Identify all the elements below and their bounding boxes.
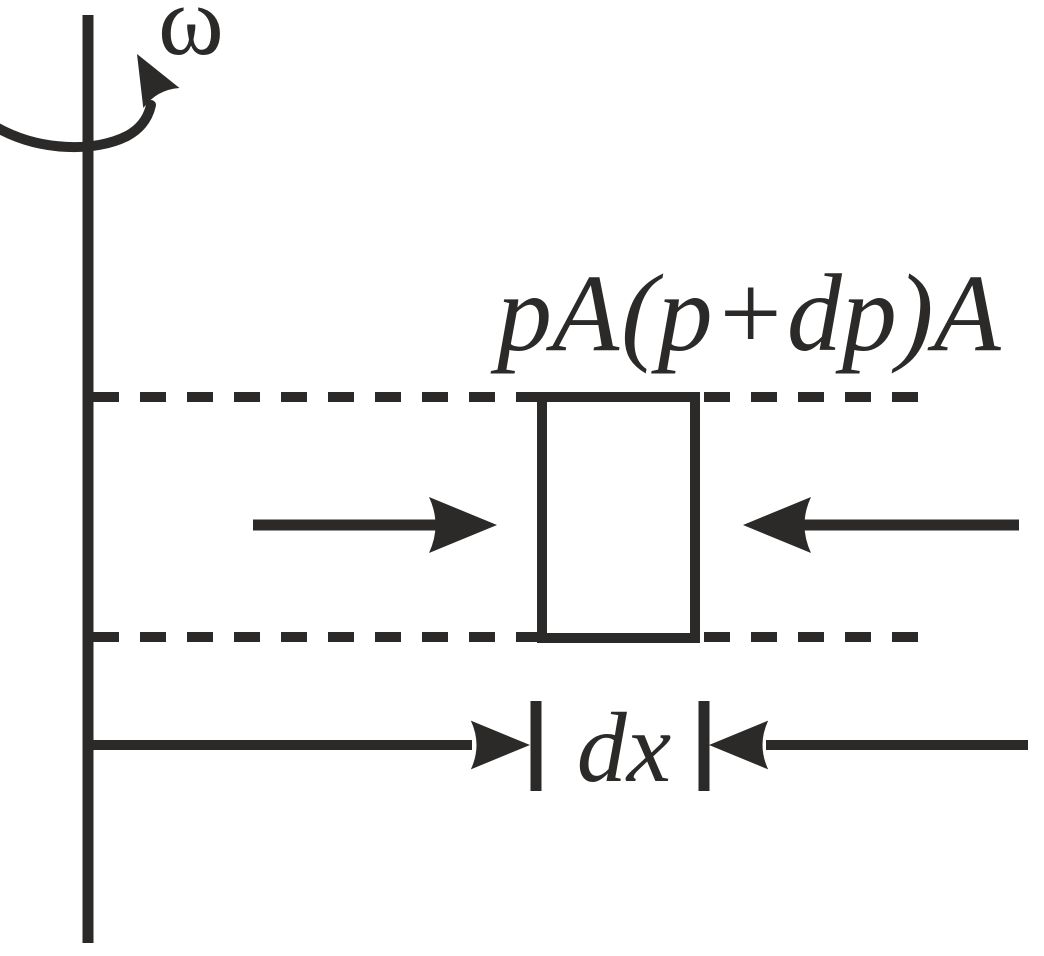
fluid-element-rect (537, 392, 700, 643)
left-pressure-force-arrowhead-icon (429, 497, 497, 553)
dx-dimension-left-arrowhead-icon (470, 720, 530, 770)
dx-label: dx (577, 692, 671, 803)
angular-velocity-arrowhead-icon (137, 54, 180, 109)
angular-velocity-label: ω (158, 0, 224, 76)
angular-velocity-arc (0, 100, 156, 153)
dx-dimension-right-arrowhead-icon (709, 720, 769, 770)
pressure-force-left-label: pA (490, 252, 620, 374)
pressure-force-right-label: (p+dp)A (621, 252, 1001, 374)
right-pressure-force-arrowhead-icon (743, 497, 811, 553)
